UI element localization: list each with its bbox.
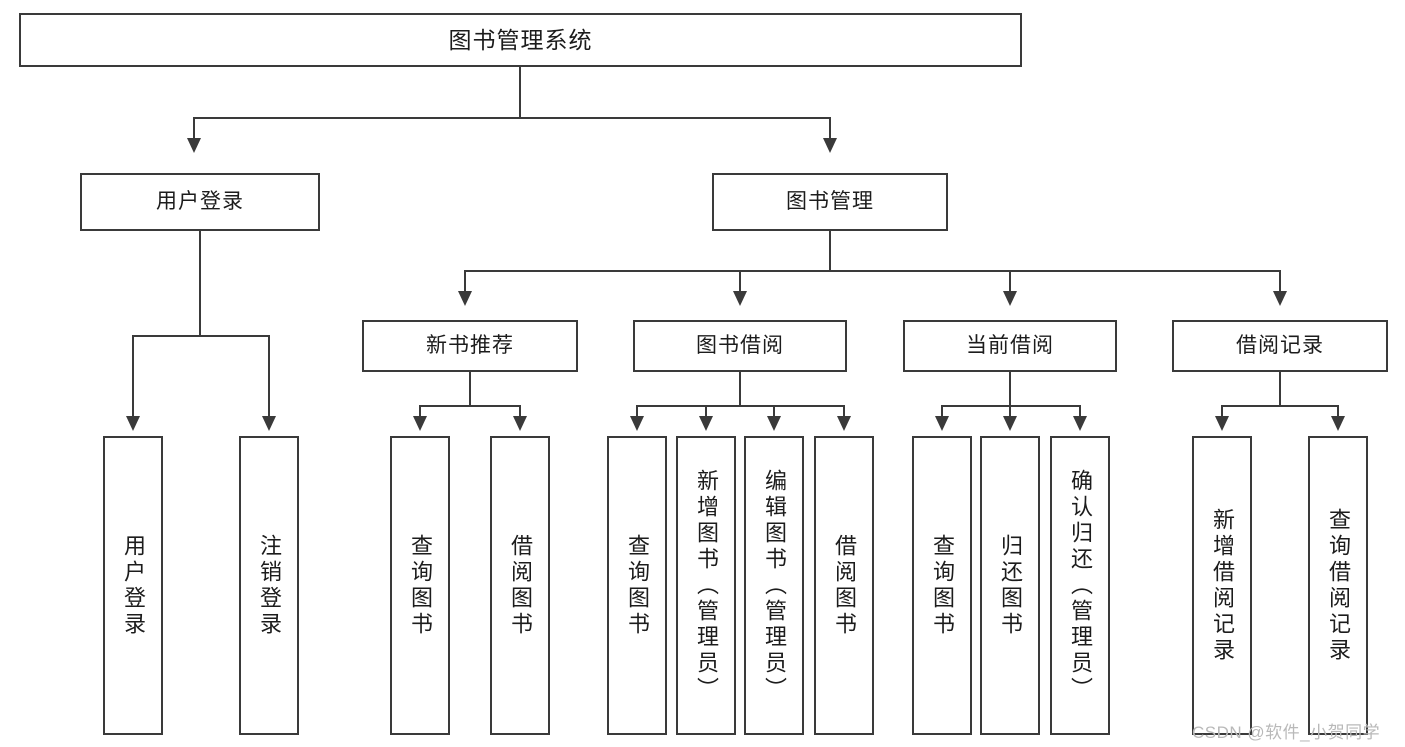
node-label: 新书推荐 [426,333,514,357]
node-leaf-query-book-1[interactable]: 查询图书 [390,436,450,735]
connector-user-login-stem [199,231,201,336]
connector-book-borrow-bus [636,405,845,407]
connector-root-bus [193,117,830,119]
connector-root-stem [519,67,521,118]
connector-new-book-rec-bus [419,405,521,407]
node-leaf-return-book[interactable]: 归还图书 [980,436,1040,735]
node-label: 归还图书 [998,533,1023,638]
connector-book-borrow-drop-3 [773,405,775,419]
node-label: 查询借阅记录 [1326,507,1351,664]
connector-borrow-record-bus [1221,405,1339,407]
arrowhead-leaf-user-login [126,416,140,431]
connector-new-book-rec-drop-1 [419,405,421,419]
node-new-book-rec[interactable]: 新书推荐 [362,320,578,372]
arrowhead-book-borrow [733,291,747,306]
arrowhead-leaf-add-record [1215,416,1229,431]
connector-current-borrow-drop-2 [1009,405,1011,419]
arrowhead-to-book-manage [823,138,837,153]
connector-book-borrow-drop-2 [705,405,707,419]
arrowhead-leaf-edit-book [767,416,781,431]
node-book-manage[interactable]: 图书管理 [712,173,948,231]
connector-current-borrow-bus [941,405,1081,407]
connector-lvl2-drop-2 [739,270,741,294]
node-borrow-record[interactable]: 借阅记录 [1172,320,1388,372]
arrowhead-leaf-query-book-2 [630,416,644,431]
node-label: 图书管理系统 [448,26,593,53]
connector-lvl2-drop-4 [1279,270,1281,294]
connector-user-login-drop-1 [132,335,134,419]
arrowhead-leaf-add-book [699,416,713,431]
arrowhead-to-user-login [187,138,201,153]
node-current-borrow[interactable]: 当前借阅 [903,320,1117,372]
connector-borrow-record-drop-2 [1337,405,1339,419]
node-label: 借阅图书 [832,533,857,638]
connector-current-borrow-drop-3 [1079,405,1081,419]
node-label: 编辑图书（管理员） [762,468,787,703]
node-user-login[interactable]: 用户登录 [80,173,320,231]
connector-lvl2-drop-3 [1009,270,1011,294]
arrowhead-leaf-borrow-book-1 [513,416,527,431]
node-leaf-confirm-return[interactable]: 确认归还（管理员） [1050,436,1110,735]
arrowhead-borrow-record [1273,291,1287,306]
arrowhead-leaf-logout [262,416,276,431]
connector-lvl2-drop-1 [464,270,466,294]
node-label: 确认归还（管理员） [1068,468,1093,703]
node-leaf-query-record[interactable]: 查询借阅记录 [1308,436,1368,735]
node-leaf-user-login[interactable]: 用户登录 [103,436,163,735]
node-leaf-edit-book[interactable]: 编辑图书（管理员） [744,436,804,735]
connector-root-drop-left [193,117,195,141]
node-label: 借阅图书 [508,533,533,638]
node-label: 新增图书（管理员） [694,468,719,703]
node-label: 查询图书 [625,533,650,638]
node-label: 用户登录 [121,533,146,638]
connector-book-manage-stem [829,231,831,272]
connector-borrow-record-stem [1279,372,1281,407]
connector-book-borrow-drop-4 [843,405,845,419]
node-label: 图书借阅 [696,333,784,357]
node-label: 图书管理 [786,189,874,213]
arrowhead-leaf-return-book [1003,416,1017,431]
node-leaf-add-record[interactable]: 新增借阅记录 [1192,436,1252,735]
connector-new-book-rec-stem [469,372,471,407]
node-leaf-borrow-book-2[interactable]: 借阅图书 [814,436,874,735]
connector-book-manage-bus [464,270,1280,272]
connector-current-borrow-stem [1009,372,1011,407]
node-label: 注销登录 [257,533,282,638]
arrowhead-current-borrow [1003,291,1017,306]
node-leaf-borrow-book-1[interactable]: 借阅图书 [490,436,550,735]
connector-root-drop-right [829,117,831,141]
node-leaf-query-book-3[interactable]: 查询图书 [912,436,972,735]
connector-user-login-bus [132,335,269,337]
connector-book-borrow-drop-1 [636,405,638,419]
arrowhead-leaf-confirm-return [1073,416,1087,431]
node-root-system[interactable]: 图书管理系统 [19,13,1022,67]
node-leaf-logout[interactable]: 注销登录 [239,436,299,735]
arrowhead-leaf-borrow-book-2 [837,416,851,431]
node-leaf-query-book-2[interactable]: 查询图书 [607,436,667,735]
node-leaf-add-book[interactable]: 新增图书（管理员） [676,436,736,735]
arrowhead-new-book-rec [458,291,472,306]
node-label: 查询图书 [408,533,433,638]
connector-current-borrow-drop-1 [941,405,943,419]
node-label: 新增借阅记录 [1210,507,1235,664]
arrowhead-leaf-query-book-1 [413,416,427,431]
arrowhead-leaf-query-book-3 [935,416,949,431]
node-book-borrow[interactable]: 图书借阅 [633,320,847,372]
node-label: 查询图书 [930,533,955,638]
arrowhead-leaf-query-record [1331,416,1345,431]
node-label: 借阅记录 [1236,333,1324,357]
connector-new-book-rec-drop-2 [519,405,521,419]
connector-borrow-record-drop-1 [1221,405,1223,419]
connector-book-borrow-stem [739,372,741,407]
node-label: 用户登录 [156,189,244,213]
node-label: 当前借阅 [966,333,1054,357]
connector-user-login-drop-2 [268,335,270,419]
